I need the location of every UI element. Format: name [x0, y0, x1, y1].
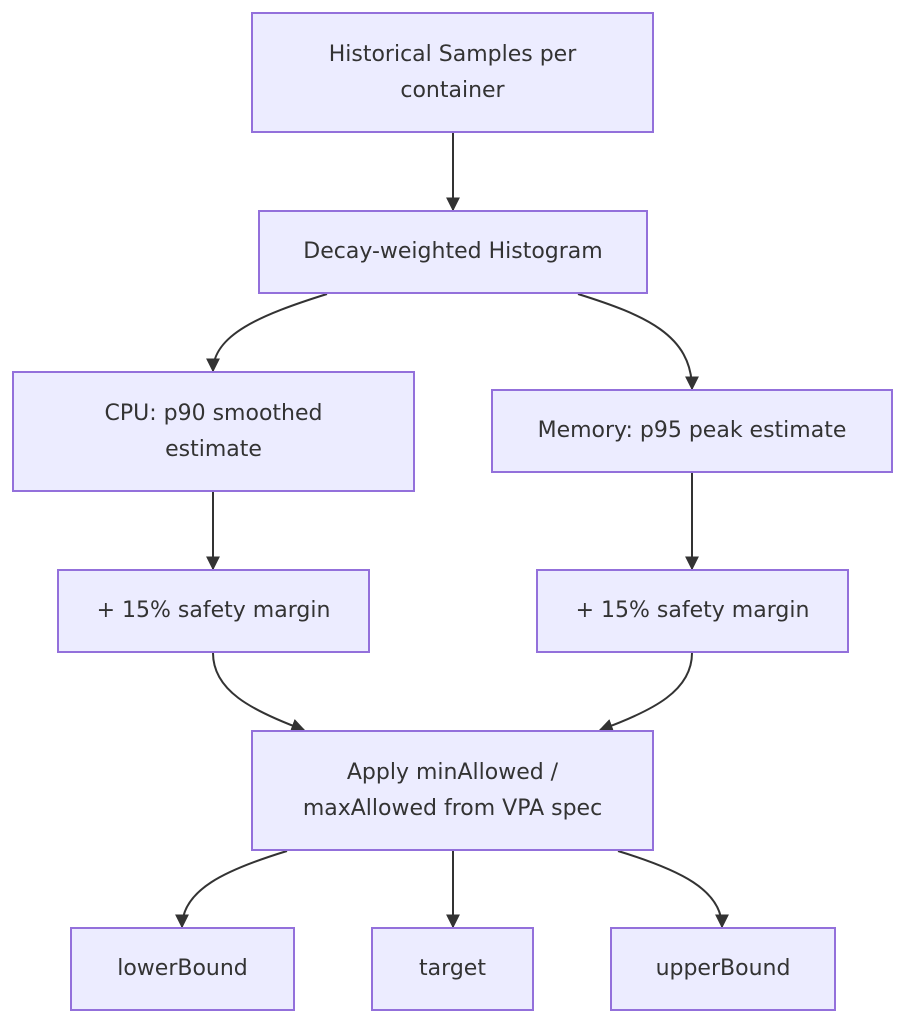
node-upper-bound: upperBound — [610, 927, 836, 1011]
node-label: + 15% safety margin — [96, 598, 331, 623]
node-label: CPU: p90 smoothed estimate — [104, 400, 323, 462]
node-label: Memory: p95 peak estimate — [537, 418, 847, 443]
node-label: lowerBound — [117, 956, 248, 981]
node-decay-histogram: Decay-weighted Histogram — [258, 210, 648, 294]
node-apply-bounds: Apply minAllowed / maxAllowed from VPA s… — [251, 730, 654, 851]
node-cpu-margin: + 15% safety margin — [57, 569, 370, 653]
edge-apply-to-lower — [175, 850, 288, 929]
node-target: target — [371, 927, 534, 1011]
node-memory-estimate: Memory: p95 peak estimate — [491, 389, 893, 473]
node-label: Historical Samples per container — [328, 41, 577, 103]
node-label: Decay-weighted Histogram — [303, 239, 603, 264]
edge-memory-margin-to-apply — [598, 652, 693, 733]
edge-cpu-margin-to-apply — [212, 652, 306, 733]
edge-histogram-to-cpu — [206, 293, 328, 373]
node-label: target — [419, 956, 486, 981]
edge-histogram-to-memory — [577, 293, 699, 391]
node-label: Apply minAllowed / maxAllowed from VPA s… — [302, 759, 603, 821]
node-lower-bound: lowerBound — [70, 927, 295, 1011]
edge-apply-to-upper — [617, 850, 729, 929]
node-historical-samples: Historical Samples per container — [251, 12, 654, 133]
node-label: upperBound — [655, 956, 791, 981]
node-cpu-estimate: CPU: p90 smoothed estimate — [12, 371, 415, 492]
node-memory-margin: + 15% safety margin — [536, 569, 849, 653]
node-label: + 15% safety margin — [575, 598, 810, 623]
